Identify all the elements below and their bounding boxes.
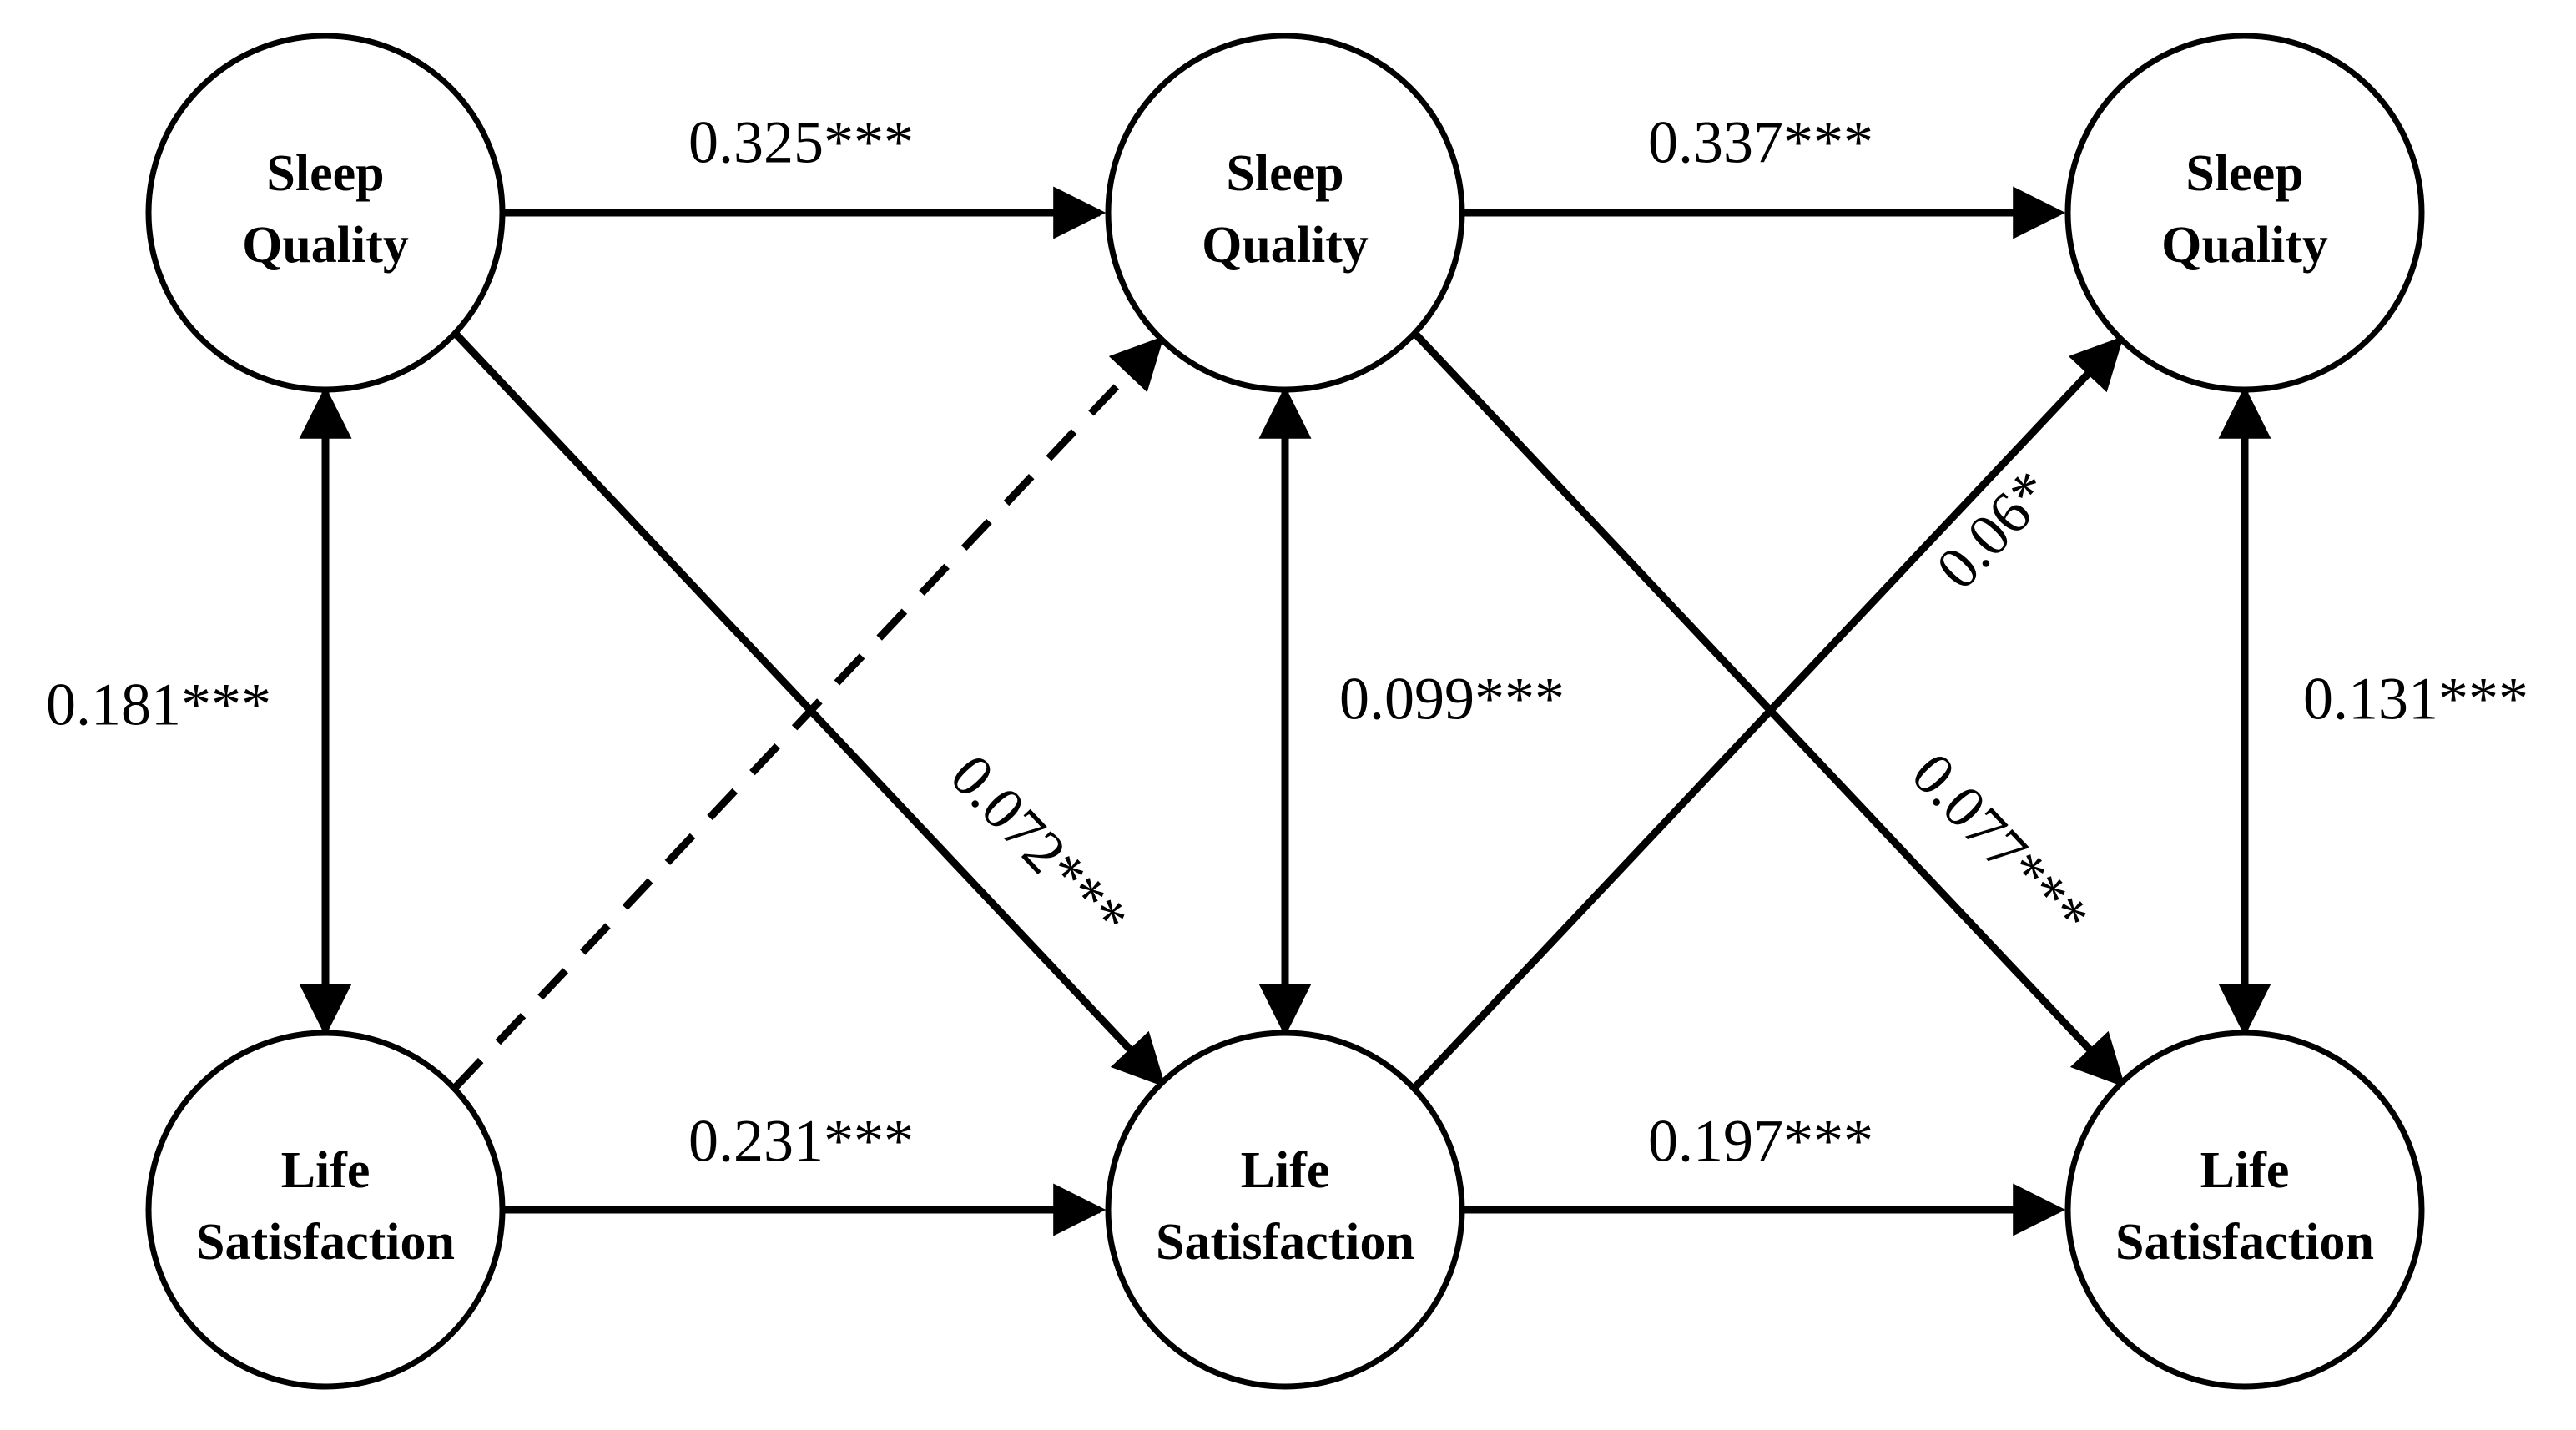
- node-label-sq3-line1: Sleep: [2185, 145, 2303, 202]
- node-circle-sq1[interactable]: [145, 33, 506, 393]
- node-circle-sq3[interactable]: [2064, 33, 2425, 393]
- node-life-satisfaction-w3[interactable]: Life Satisfaction: [2064, 1030, 2425, 1390]
- node-sleep-quality-w2[interactable]: Sleep Quality: [1105, 33, 1465, 393]
- node-circle-ls3[interactable]: [2064, 1030, 2425, 1390]
- node-life-satisfaction-w1[interactable]: Life Satisfaction: [145, 1030, 506, 1390]
- edge-crosslag-ls1-to-sq2-nonsignificant: [452, 335, 1164, 1090]
- node-label-sq1-line2: Quality: [242, 217, 409, 274]
- edge-label-sq1-ls2: 0.072***: [938, 742, 1141, 951]
- edge-label-sq3-ls3: 0.131***: [2303, 666, 2528, 733]
- edge-label-sq1-sq2: 0.325***: [688, 109, 914, 176]
- node-sleep-quality-w3[interactable]: Sleep Quality: [2064, 33, 2425, 393]
- edge-label-ls2-ls3: 0.197***: [1648, 1108, 1873, 1175]
- node-label-ls1-line1: Life: [281, 1142, 371, 1199]
- node-label-sq3-line2: Quality: [2161, 217, 2328, 274]
- edge-correlation-wave1: 0.181***: [46, 385, 352, 1037]
- node-label-ls3-line1: Life: [2200, 1142, 2290, 1199]
- node-sleep-quality-w1[interactable]: Sleep Quality: [145, 33, 506, 393]
- edge-label-sq2-sq3: 0.337***: [1648, 109, 1873, 176]
- edge-life-satisfaction-w1-to-w2: 0.231***: [502, 1108, 1107, 1236]
- node-label-sq1-line1: Sleep: [266, 145, 384, 202]
- edge-correlation-wave3: 0.131***: [2218, 385, 2528, 1037]
- edge-line-ls2-sq3: [1412, 335, 2124, 1090]
- edge-label-sq1-ls1: 0.181***: [46, 672, 271, 738]
- edge-life-satisfaction-w2-to-w3: 0.197***: [1462, 1108, 2066, 1236]
- edge-sleep-quality-w1-to-w2: 0.325***: [502, 109, 1107, 239]
- node-label-ls3-line2: Satisfaction: [2115, 1214, 2374, 1271]
- node-label-sq2-line1: Sleep: [1226, 145, 1343, 202]
- node-label-ls2-line2: Satisfaction: [1156, 1214, 1414, 1271]
- edge-sleep-quality-w2-to-w3: 0.337***: [1462, 109, 2066, 239]
- edge-correlation-wave2: 0.099***: [1258, 385, 1565, 1037]
- node-label-ls2-line1: Life: [1241, 1142, 1330, 1199]
- edge-line-ls1-sq2-dashed: [452, 335, 1164, 1090]
- edge-label-ls1-ls2: 0.231***: [688, 1108, 914, 1175]
- node-circle-sq2[interactable]: [1105, 33, 1465, 393]
- node-label-ls1-line2: Satisfaction: [196, 1214, 455, 1271]
- node-circle-ls2[interactable]: [1105, 1030, 1465, 1390]
- edge-label-sq2-ls2: 0.099***: [1339, 666, 1565, 733]
- edge-label-sq2-ls3: 0.077***: [1899, 740, 2102, 949]
- node-label-sq2-line2: Quality: [1202, 217, 1369, 274]
- node-circle-ls1[interactable]: [145, 1030, 506, 1390]
- node-life-satisfaction-w2[interactable]: Life Satisfaction: [1105, 1030, 1465, 1390]
